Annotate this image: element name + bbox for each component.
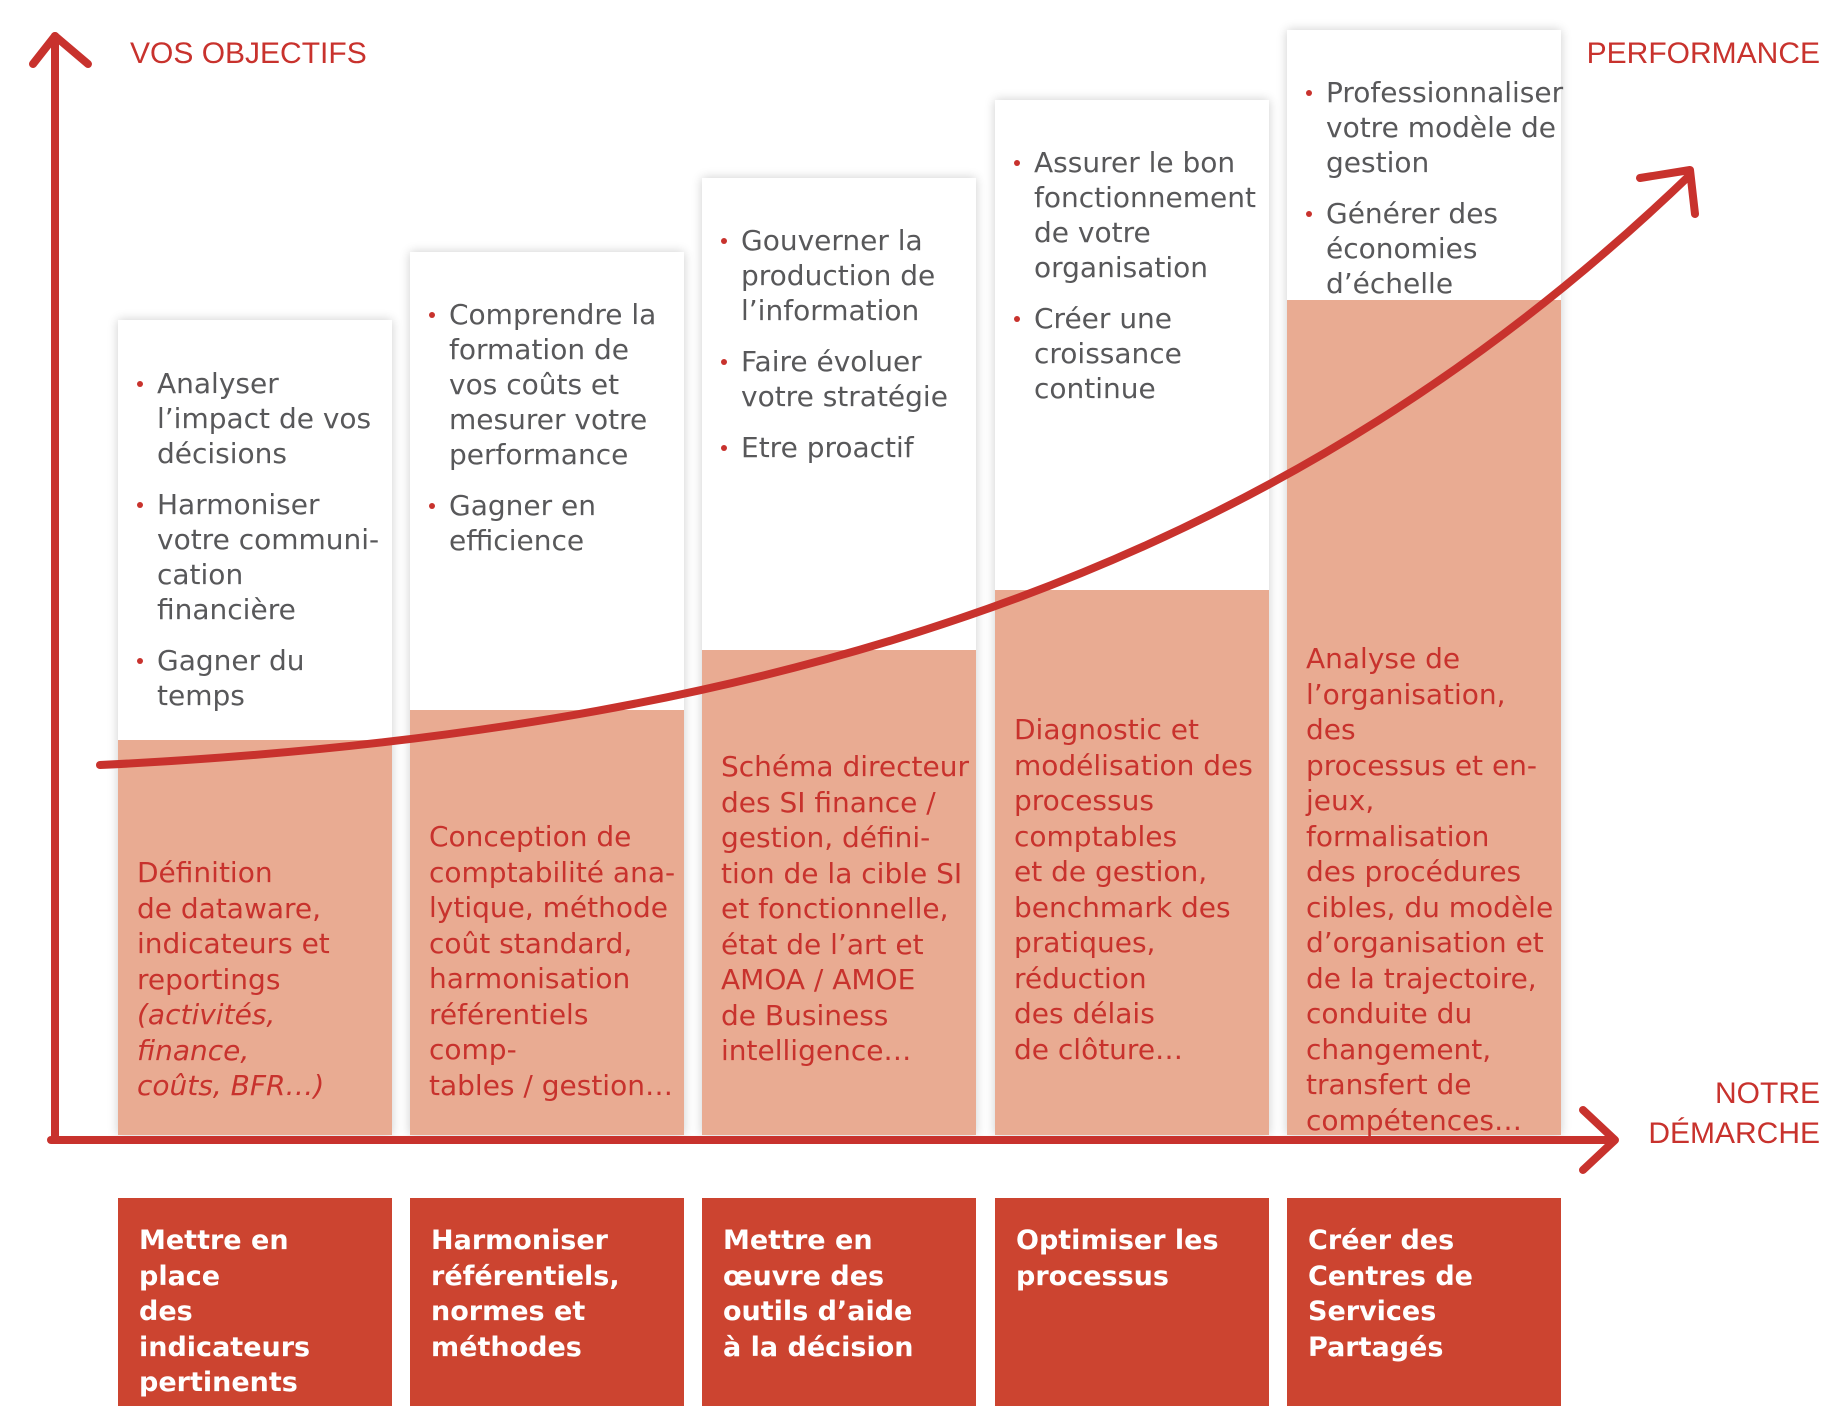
approach-text-1: Définition de dataware, indicateurs et r… <box>137 855 387 1104</box>
objective-text: Gagner du temps <box>157 644 305 712</box>
step-box-4: Optimiser les processus <box>995 1198 1269 1406</box>
objective-text: Professionnaliser votre modèle de gestio… <box>1326 76 1564 179</box>
y-axis-arrowhead-icon <box>29 32 92 68</box>
curve-label: PERFORMANCE <box>1586 37 1820 70</box>
step-box-2: Harmoniser référentiels, normes et métho… <box>410 1198 684 1406</box>
objective-item: Etre proactif <box>721 430 971 465</box>
objectives-list-3: Gouverner la production de l’information… <box>721 223 971 481</box>
approach-text-3: Schéma directeur des SI finance / gestio… <box>721 750 970 1067</box>
objectives-list-5: Professionnaliser votre modèle de gestio… <box>1306 75 1563 317</box>
x-axis-label: NOTRE DÉMARCHE <box>1480 1074 1820 1154</box>
objective-item: Gouverner la production de l’information <box>721 223 971 328</box>
objective-text: Analyser l’impact de vos décisions <box>157 367 372 470</box>
objectives-list-2: Comprendre la formation de vos coûts et … <box>429 297 679 574</box>
bullet-icon <box>137 381 143 387</box>
approach-text-2: Conception de comptabilité ana- lytique,… <box>429 820 676 1102</box>
bullet-icon <box>1306 90 1312 96</box>
bullet-icon <box>429 503 435 509</box>
objective-item: Harmoniser votre communi-cation financiè… <box>137 487 387 627</box>
bullet-icon <box>137 502 143 508</box>
approach-text-5: Analyse de l’organisation, des processus… <box>1306 642 1554 1137</box>
bullet-icon <box>429 312 435 318</box>
objective-text: Etre proactif <box>741 431 914 464</box>
objective-text: Gagner en efficience <box>449 489 596 557</box>
objective-item: Créer une croissance continue <box>1014 301 1264 406</box>
bullet-icon <box>1306 211 1312 217</box>
objective-item: Gagner en efficience <box>429 488 679 558</box>
objective-text: Comprendre la formation de vos coûts et … <box>449 298 657 471</box>
bullet-icon <box>721 445 727 451</box>
y-axis-label: VOS OBJECTIFS <box>130 37 367 70</box>
x-axis-label-line1: NOTRE <box>1715 1077 1820 1110</box>
step-box-3: Mettre en œuvre des outils d’aide à la d… <box>702 1198 976 1406</box>
objective-text: Gouverner la production de l’information <box>741 224 936 327</box>
objective-item: Assurer le bon fonctionnement de votre o… <box>1014 145 1264 285</box>
objective-text: Faire évoluer votre stratégie <box>741 345 948 413</box>
bullet-icon <box>1014 160 1020 166</box>
bullet-icon <box>721 359 727 365</box>
objective-text: Créer une croissance continue <box>1034 302 1182 405</box>
objective-item: Gagner du temps <box>137 643 387 713</box>
approach-text-4: Diagnostic et modélisation des processus… <box>1014 713 1253 1066</box>
objective-item: Faire évoluer votre stratégie <box>721 344 971 414</box>
objective-item: Comprendre la formation de vos coûts et … <box>429 297 679 472</box>
objectives-list-1: Analyser l’impact de vos décisions Harmo… <box>137 366 387 729</box>
objectives-list-4: Assurer le bon fonctionnement de votre o… <box>1014 145 1264 422</box>
objective-item: Analyser l’impact de vos décisions <box>137 366 387 471</box>
curve-arrowhead-icon <box>1636 166 1699 218</box>
step-box-1: Mettre en place des indicateurs pertinen… <box>118 1198 392 1406</box>
objective-item: Générer des économies d’échelle <box>1306 196 1556 301</box>
bullet-icon <box>137 658 143 664</box>
x-axis-label-line2: DÉMARCHE <box>1648 1117 1820 1150</box>
approach-area-1 <box>118 740 392 1135</box>
approach-area-2 <box>410 710 684 1135</box>
bullet-icon <box>1014 316 1020 322</box>
objective-item: Professionnaliser votre modèle de gestio… <box>1306 75 1563 180</box>
bullet-icon <box>721 238 727 244</box>
approach-main: Définition de dataware, indicateurs et r… <box>137 856 330 996</box>
objective-text: Harmoniser votre communi-cation financiè… <box>157 488 380 626</box>
objective-text: Assurer le bon fonctionnement de votre o… <box>1034 146 1256 284</box>
approach-italic: (activités, finance, coûts, BFR…) <box>137 998 325 1102</box>
objective-text: Générer des économies d’échelle <box>1326 197 1499 300</box>
step-box-5: Créer des Centres de Services Partagés <box>1287 1198 1561 1406</box>
